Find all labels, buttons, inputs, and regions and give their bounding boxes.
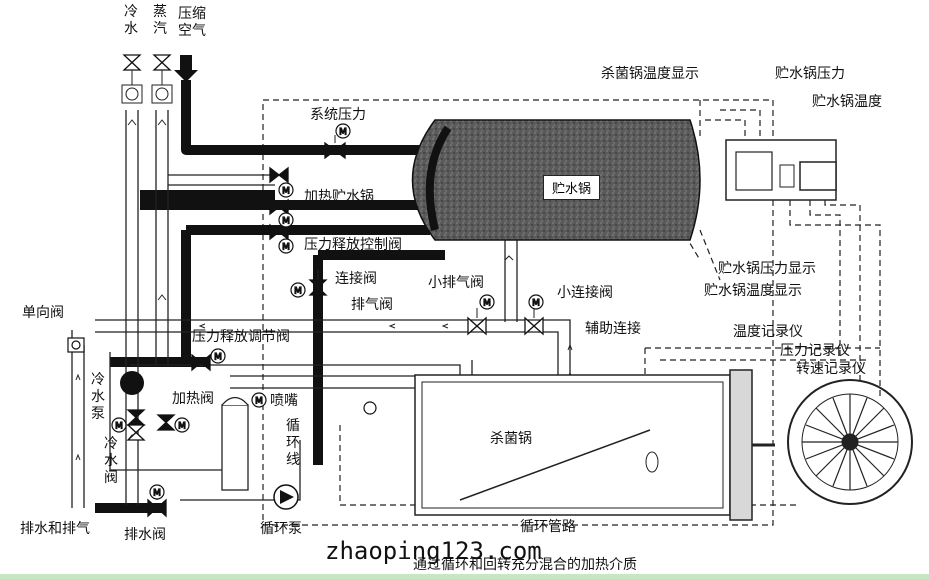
label-sterilizer: 杀菌锅 bbox=[490, 431, 532, 447]
motor-icon bbox=[335, 123, 351, 139]
heating-valve-icon bbox=[156, 414, 176, 431]
motor-icon bbox=[210, 348, 226, 364]
label-connecting-valve: 连接阀 bbox=[335, 271, 377, 287]
control-panel bbox=[725, 139, 837, 201]
small-vent-valve-icon bbox=[467, 316, 487, 336]
speed-recorder-wheel bbox=[787, 379, 913, 505]
watermark-text: zhaoping123.com bbox=[325, 537, 542, 565]
drain-valve-icon bbox=[147, 498, 167, 518]
thin-pipes bbox=[71, 110, 730, 508]
motor-icon bbox=[251, 392, 267, 408]
label-storage-pressure-display: 贮水锅压力显示 bbox=[718, 261, 816, 277]
system-pressure-valve bbox=[324, 141, 346, 160]
motor-icon bbox=[278, 238, 294, 254]
motor-symbols: M M M M M M M M M M M M bbox=[111, 123, 544, 500]
motor-label: M bbox=[282, 217, 290, 227]
compressed-air-pipe bbox=[181, 80, 420, 155]
bottom-bar bbox=[0, 574, 929, 579]
label-steam: 蒸汽 bbox=[153, 4, 167, 37]
label-pressure-release-regulating-valve: 压力释放调节阀 bbox=[192, 329, 290, 345]
motor-label: M bbox=[214, 353, 222, 363]
label-check-valve: 单向阀 bbox=[22, 305, 64, 321]
steam-inlet-valve bbox=[152, 54, 172, 71]
label-small-vent-valve: 小排气阀 bbox=[428, 275, 484, 291]
motor-label: M bbox=[483, 299, 491, 309]
label-storage-tank: 贮水锅 bbox=[543, 175, 601, 200]
cold-water-inlet-valve bbox=[122, 54, 142, 71]
valve-stems bbox=[121, 70, 535, 500]
label-sterilizer-temp-display: 杀菌锅温度显示 bbox=[601, 66, 699, 82]
label-drain-valve: 排水阀 bbox=[124, 527, 166, 543]
motor-label: M bbox=[532, 299, 540, 309]
label-pressure-release-control-valve: 压力释放控制阀 bbox=[304, 237, 402, 253]
label-storage-tank-temperature: 贮水锅温度 bbox=[812, 94, 882, 110]
label-heating-valve: 加热阀 bbox=[172, 391, 214, 407]
motor-label: M bbox=[294, 287, 302, 297]
label-heat-storage-tank: 加热贮水锅 bbox=[304, 189, 374, 205]
label-circulation-line: 循环线 bbox=[286, 418, 300, 468]
label-drain-and-vent: 排水和排气 bbox=[20, 521, 90, 537]
motor-icon bbox=[528, 294, 544, 310]
label-storage-tank-pressure: 贮水锅压力 bbox=[775, 66, 845, 82]
motor-label: M bbox=[115, 422, 123, 432]
label-vent-valve: 排气阀 bbox=[351, 297, 393, 313]
sterilizer-vessel bbox=[414, 369, 775, 521]
motor-label: M bbox=[178, 422, 186, 432]
motor-icon bbox=[278, 212, 294, 228]
nozzle-column bbox=[221, 396, 249, 491]
motor-label: M bbox=[282, 187, 290, 197]
label-cold-water: 冷水 bbox=[124, 4, 138, 37]
motor-icon bbox=[479, 294, 495, 310]
label-temperature-recorder: 温度记录仪 bbox=[733, 324, 803, 340]
motor-label: M bbox=[339, 128, 347, 138]
motor-icon bbox=[149, 484, 165, 500]
pumps bbox=[120, 371, 299, 510]
pressure-release-regulating-valve-icon bbox=[191, 353, 211, 372]
motor-label: M bbox=[282, 243, 290, 253]
label-pressure-recorder: 压力记录仪 bbox=[780, 343, 850, 359]
label-auxiliary-connection: 辅助连接 bbox=[585, 321, 641, 337]
label-cold-water-pump: 冷水泵 bbox=[91, 372, 105, 422]
motor-icon bbox=[174, 417, 190, 433]
label-nozzle: 喷嘴 bbox=[270, 393, 298, 409]
label-storage-temp-display: 贮水锅温度显示 bbox=[704, 283, 802, 299]
label-speed-recorder: 转速记录仪 bbox=[796, 361, 866, 377]
cold-water-pump-icon bbox=[120, 371, 144, 395]
small-connecting-valve-icon bbox=[524, 316, 544, 336]
label-circulation-pump: 循环泵 bbox=[260, 521, 302, 537]
motor-label: M bbox=[255, 397, 263, 407]
motor-icon bbox=[111, 417, 127, 433]
label-compressed-air: 压缩空气 bbox=[178, 6, 206, 39]
label-caption: 通过循环和回转充分混合的加热介质 bbox=[413, 557, 637, 573]
connecting-valve-icon bbox=[308, 279, 328, 296]
motor-label: M bbox=[153, 489, 161, 499]
label-cold-water-valve: 冷水阀 bbox=[104, 436, 118, 486]
valves bbox=[122, 54, 544, 518]
label-circulation-pipe: 循环管路 bbox=[520, 519, 576, 535]
label-small-connecting-valve: 小连接阀 bbox=[557, 285, 613, 301]
compressed-air-arrow bbox=[174, 55, 198, 82]
label-system-pressure: 系统压力 bbox=[310, 107, 366, 123]
motor-icon bbox=[290, 282, 306, 298]
dark-pipes bbox=[95, 80, 445, 513]
control-box-dashed bbox=[262, 99, 774, 526]
check-valve-icon bbox=[67, 337, 85, 353]
motor-icon bbox=[278, 182, 294, 198]
